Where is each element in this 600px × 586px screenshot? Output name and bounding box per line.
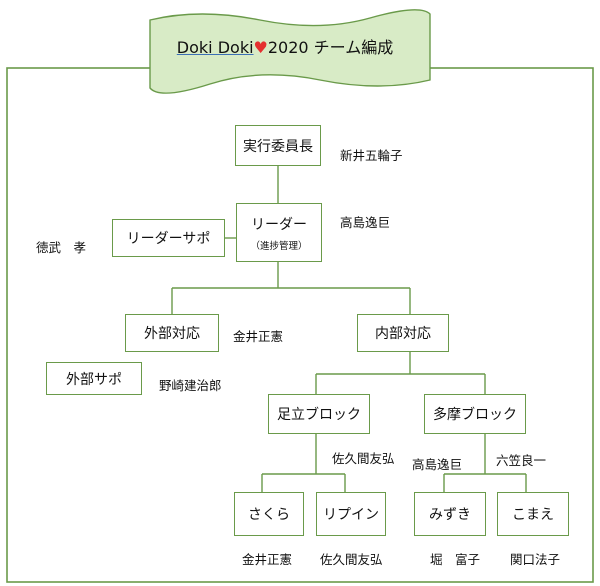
role-sakura: さくら — [248, 507, 290, 523]
role-leader: リーダー — [251, 216, 307, 233]
person-tama-right: 六笠良一 — [496, 453, 547, 468]
box-mizuki: みずき — [414, 492, 486, 536]
role-external: 外部対応 — [144, 326, 200, 342]
heart-icon: ♥ — [253, 38, 268, 57]
role-komae: こまえ — [512, 507, 554, 523]
chart-title: Doki Doki♥2020 チーム編成 — [150, 34, 420, 58]
role-adachi: 足立ブロック — [277, 407, 361, 423]
title-text-b: 2020 チーム編成 — [267, 38, 394, 57]
person-external-support: 野崎建治郎 — [159, 378, 222, 393]
box-komae: こまえ — [497, 492, 569, 536]
person-external: 金井正憲 — [233, 329, 284, 344]
role-external-support: 外部サポ — [66, 371, 122, 388]
person-mizuki: 堀 富子 — [430, 552, 481, 567]
box-ripuin: リプイン — [316, 492, 386, 536]
title-banner — [149, 9, 431, 94]
box-sakura: さくら — [234, 492, 304, 536]
box-chair: 実行委員長 — [235, 125, 321, 166]
role-chair: 実行委員長 — [243, 138, 313, 155]
person-tama-left: 高島逸巨 — [412, 457, 463, 472]
role-leader-support: リーダーサポ — [126, 231, 211, 247]
box-leader-support: リーダーサポ — [112, 219, 225, 257]
person-komae: 関口法子 — [510, 552, 561, 567]
role-tama: 多摩ブロック — [433, 407, 517, 423]
box-internal: 内部対応 — [357, 314, 449, 352]
person-leader: 高島逸巨 — [340, 215, 391, 230]
connector-lines — [171, 166, 527, 492]
box-external-support: 外部サポ — [46, 362, 142, 395]
box-tama: 多摩ブロック — [424, 394, 526, 434]
box-leader: リーダー （進捗管理） — [236, 203, 322, 262]
person-adachi: 佐久間友弘 — [332, 451, 395, 466]
role-ripuin: リプイン — [323, 507, 379, 523]
role-internal: 内部対応 — [375, 326, 431, 342]
person-leader-support: 徳武 孝 — [36, 240, 87, 255]
role-mizuki: みずき — [429, 507, 471, 523]
title-text-a: Doki Doki — [176, 38, 254, 57]
person-chair: 新井五輪子 — [340, 148, 403, 163]
box-external: 外部対応 — [125, 314, 219, 352]
person-ripuin: 佐久間友弘 — [320, 552, 383, 567]
box-adachi: 足立ブロック — [268, 394, 370, 434]
person-sakura: 金井正憲 — [242, 552, 293, 567]
role-leader-sub: （進捗管理） — [250, 240, 308, 252]
